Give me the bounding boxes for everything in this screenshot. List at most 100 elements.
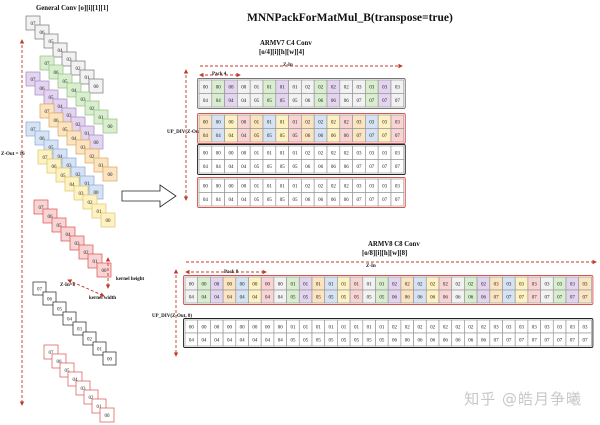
armv7-band-1-cell: 07 [365, 128, 379, 143]
svg-text:03: 03 [79, 192, 85, 197]
armv8-band-1-cell: 04 [210, 332, 224, 347]
svg-text:01: 01 [267, 185, 273, 190]
svg-text:00: 00 [107, 357, 113, 362]
svg-text:03: 03 [81, 98, 87, 103]
svg-text:06: 06 [305, 198, 311, 203]
armv8-band-0-cell: 01 [375, 276, 389, 291]
svg-text:06: 06 [481, 338, 487, 343]
svg-text:04: 04 [240, 295, 246, 300]
svg-text:01: 01 [303, 325, 309, 330]
armv7-band-1-cell: 05 [262, 128, 277, 143]
svg-text:05: 05 [267, 165, 273, 170]
armv8-band-0-cell: 03 [552, 276, 567, 291]
svg-text:07: 07 [382, 99, 388, 104]
svg-text:02: 02 [417, 282, 423, 287]
svg-text:07: 07 [43, 156, 49, 161]
svg-text:03: 03 [395, 86, 401, 91]
armv7-z-in-label: Z-In [283, 63, 293, 68]
armv8-band-1-cell: 00 [222, 319, 237, 334]
armv7-band-2-cell: 00 [211, 145, 225, 160]
armv7-band-1-cell: 06 [301, 128, 315, 143]
svg-text:04: 04 [229, 134, 235, 139]
armv7-band-1-cell: 05 [275, 128, 289, 143]
svg-text:04: 04 [58, 155, 64, 160]
svg-text:00: 00 [229, 152, 235, 157]
armv8-band-0-cell: 05 [298, 289, 313, 304]
svg-text:00: 00 [94, 141, 100, 146]
svg-text:04: 04 [216, 165, 222, 170]
svg-text:06: 06 [344, 165, 350, 170]
svg-text:06: 06 [57, 360, 63, 365]
svg-text:05: 05 [379, 295, 385, 300]
svg-text:01: 01 [280, 152, 286, 157]
svg-text:04: 04 [214, 338, 220, 343]
svg-text:04: 04 [229, 165, 235, 170]
svg-text:00: 00 [214, 325, 220, 330]
svg-text:02: 02 [405, 325, 411, 330]
svg-text:01: 01 [267, 152, 273, 157]
svg-text:01: 01 [293, 86, 299, 91]
svg-text:02: 02 [468, 282, 474, 287]
armv7-band-2-cell: 02 [313, 145, 328, 160]
svg-text:01: 01 [85, 132, 91, 137]
armv7-band-1-cell: 02 [301, 114, 315, 129]
svg-text:05: 05 [341, 338, 347, 343]
armv7-band-0-cell: 07 [377, 93, 392, 108]
svg-text:00: 00 [202, 282, 208, 287]
armv7-band-3-cell: 07 [352, 192, 366, 207]
armv8-band-0-cell: 04 [210, 289, 224, 304]
armv8-band-1-cell: 07 [489, 332, 503, 347]
armv8-band-0-cell: 01 [298, 276, 313, 291]
svg-text:07: 07 [583, 338, 589, 343]
svg-text:06: 06 [318, 165, 324, 170]
armv7-band-0-cell: 02 [301, 79, 315, 94]
svg-text:07: 07 [382, 134, 388, 139]
svg-text:07: 07 [382, 165, 388, 170]
svg-text:07: 07 [506, 338, 512, 343]
svg-text:06: 06 [40, 87, 46, 92]
svg-text:06: 06 [405, 338, 411, 343]
svg-text:07: 07 [532, 338, 538, 343]
svg-text:04: 04 [203, 198, 209, 203]
armv8-band-1-cell: 03 [552, 319, 567, 334]
armv7-band-0-cell: 00 [198, 79, 213, 94]
svg-text:07: 07 [519, 338, 525, 343]
svg-text:00: 00 [229, 86, 235, 91]
armv7-band-0-cell: 02 [313, 79, 328, 94]
armv7-band-3-cell: 02 [326, 178, 341, 193]
svg-text:05: 05 [254, 165, 260, 170]
armv7-band-0-cell: 07 [365, 93, 379, 108]
armv8-band-0-cell: 05 [337, 289, 351, 304]
svg-text:00: 00 [229, 185, 235, 190]
svg-text:06: 06 [430, 295, 436, 300]
svg-text:02: 02 [344, 121, 350, 126]
svg-text:07: 07 [395, 198, 401, 203]
svg-text:04: 04 [72, 89, 78, 94]
svg-text:04: 04 [227, 338, 233, 343]
armv8-band-0-cell: 04 [235, 289, 249, 304]
svg-text:06: 06 [392, 295, 398, 300]
armv7-band-0-cell: 05 [288, 93, 302, 108]
svg-text:07: 07 [31, 78, 37, 83]
svg-text:02: 02 [76, 173, 82, 178]
armv7-band-3-cell: 03 [352, 178, 366, 193]
armv8-band-0-cell: 02 [438, 276, 453, 291]
svg-text:01: 01 [329, 282, 335, 287]
svg-text:01: 01 [367, 282, 373, 287]
svg-text:01: 01 [341, 325, 347, 330]
svg-text:02: 02 [430, 325, 436, 330]
svg-text:05: 05 [354, 295, 360, 300]
svg-text:06: 06 [40, 31, 46, 36]
svg-text:01: 01 [85, 76, 91, 81]
svg-text:01: 01 [97, 210, 103, 215]
svg-text:07: 07 [369, 198, 375, 203]
svg-text:06: 06 [392, 338, 398, 343]
svg-text:03: 03 [544, 325, 550, 330]
armv8-band-1-cell: 00 [260, 319, 275, 334]
svg-text:06: 06 [331, 134, 337, 139]
armv8-band-0-cell: 06 [476, 289, 491, 304]
svg-text:00: 00 [203, 152, 209, 157]
svg-text:00: 00 [216, 185, 222, 190]
armv7-band-1-border [197, 113, 406, 144]
svg-text:01: 01 [290, 325, 296, 330]
